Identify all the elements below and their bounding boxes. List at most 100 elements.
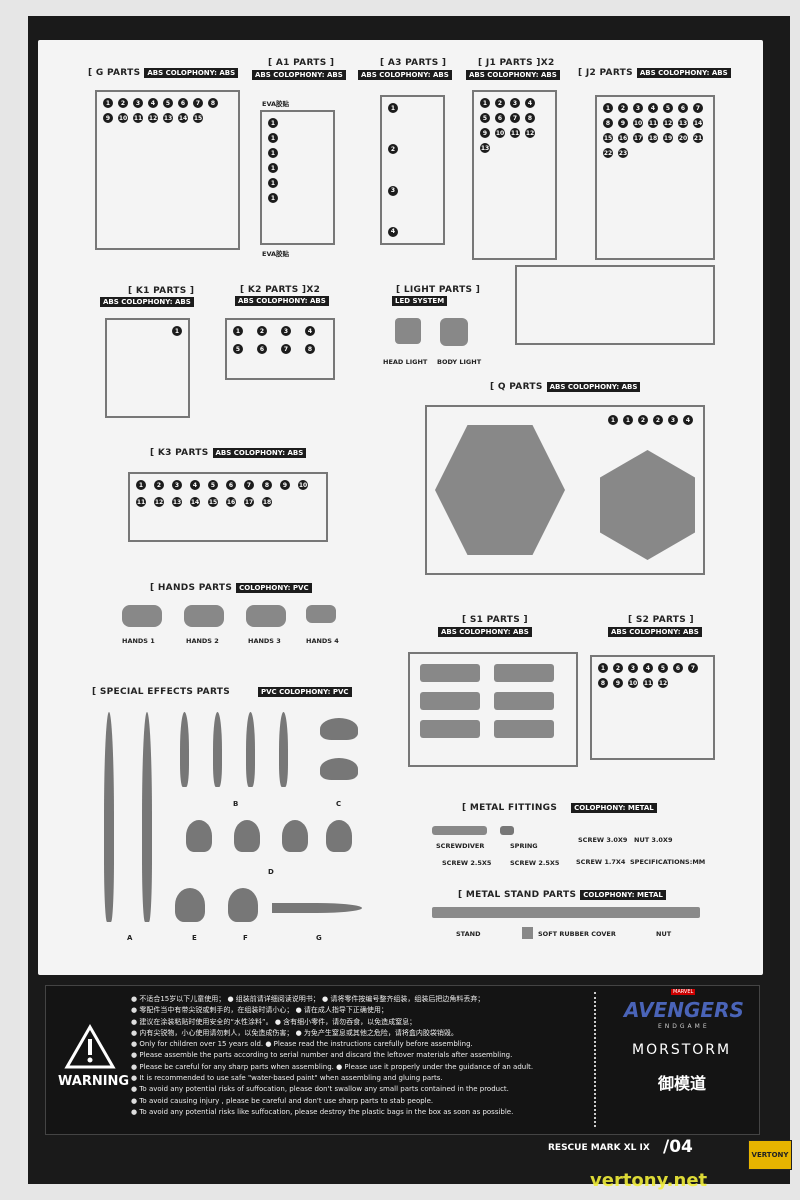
s1-tag-row: ABS COLOPHONY: ABS bbox=[438, 627, 532, 637]
part-number-marker: 3 bbox=[172, 480, 182, 490]
part-number-marker: 7 bbox=[688, 663, 698, 673]
material-tag: ABS COLOPHONY: ABS bbox=[546, 382, 641, 392]
part bbox=[494, 664, 554, 682]
head-light-label: HEAD LIGHT bbox=[383, 358, 428, 366]
warning-line: It is recommended to use safe "water-bas… bbox=[131, 1073, 533, 1084]
effect-part-b bbox=[246, 712, 255, 787]
specifications-label: SPECIFICATIONS:MM bbox=[630, 858, 706, 866]
hands-3-image bbox=[246, 605, 286, 627]
warning-line: 不适合15岁以下儿童使用； ● 组装前请详细阅读说明书； ● 请将零件按编号整齐… bbox=[131, 994, 533, 1005]
a3-tag-row: ABS COLOPHONY: ABS bbox=[358, 70, 452, 80]
avengers-logo: AVENGERS bbox=[624, 998, 744, 1022]
title: [ G PARTS bbox=[88, 68, 141, 78]
part-number-marker: 15 bbox=[603, 133, 613, 143]
title: [ J1 PARTS ]X2 bbox=[478, 58, 555, 68]
rubber-cover-label: SOFT RUBBER COVER bbox=[538, 930, 616, 938]
part-number-marker: 2 bbox=[154, 480, 164, 490]
part-number-marker: 1 bbox=[603, 103, 613, 113]
part-number-marker: 2 bbox=[388, 144, 398, 155]
effect-part-d bbox=[186, 820, 212, 852]
part-number-marker: 12 bbox=[148, 113, 158, 123]
k1-sprue: 1 bbox=[105, 318, 190, 418]
material-tag: ABS COLOPHONY: ABS bbox=[466, 70, 560, 80]
part-number-marker: 10 bbox=[628, 678, 638, 688]
page-number: /04 bbox=[663, 1137, 693, 1157]
screw-3x9-label: SCREW 3.0X9 bbox=[578, 836, 628, 844]
part-number-marker: 4 bbox=[305, 326, 315, 336]
part-number-marker: 11 bbox=[510, 128, 520, 138]
part-number-marker: 12 bbox=[154, 497, 164, 507]
part bbox=[420, 664, 480, 682]
body-light-label: BODY LIGHT bbox=[437, 358, 482, 366]
part-number-marker: 11 bbox=[133, 113, 143, 123]
part-number-marker: 12 bbox=[663, 118, 673, 128]
part-number-marker: 3 bbox=[133, 98, 143, 108]
hands-1-label: HANDS 1 bbox=[122, 637, 155, 645]
group-label-f: F bbox=[243, 934, 248, 942]
part-number-marker: 10 bbox=[298, 480, 308, 490]
material-tag: ABS COLOPHONY: ABS bbox=[252, 70, 346, 80]
screw-2-5x5-label: SCREW 2.5X5 bbox=[442, 859, 492, 867]
rubber-cover-image bbox=[522, 927, 533, 939]
group-label-g: G bbox=[316, 934, 322, 942]
stand-label: STAND bbox=[456, 930, 481, 938]
title: [ S1 PARTS ] bbox=[462, 615, 528, 625]
material-tag: COLOPHONY: PVC bbox=[236, 583, 312, 593]
title: [ LIGHT PARTS ] bbox=[396, 285, 481, 295]
eva-label: EVA胶贴 bbox=[262, 100, 290, 108]
effect-part-a bbox=[104, 712, 114, 922]
hands-3-label: HANDS 3 bbox=[248, 637, 281, 645]
title: [ SPECIAL EFFECTS PARTS bbox=[92, 687, 230, 697]
part bbox=[494, 692, 554, 710]
part-number-marker: 21 bbox=[693, 133, 703, 143]
nut-3x9-label: NUT 3.0X9 bbox=[634, 836, 673, 844]
part-number-marker: 6 bbox=[678, 103, 688, 113]
effect-part-d bbox=[326, 820, 352, 852]
part-number-marker: 1 bbox=[233, 326, 243, 336]
part-number-marker: 3 bbox=[281, 326, 291, 336]
effect-part-f bbox=[228, 888, 258, 922]
part-number-marker: 11 bbox=[643, 678, 653, 688]
title: [ S2 PARTS ] bbox=[628, 615, 694, 625]
part-number-marker: 1 bbox=[268, 148, 278, 158]
part-number-marker: 9 bbox=[280, 480, 290, 490]
part bbox=[494, 720, 554, 738]
spring-label: SPRING bbox=[510, 842, 538, 850]
eva-label: EVA胶贴 bbox=[262, 250, 290, 258]
s2-tag-row: ABS COLOPHONY: ABS bbox=[608, 627, 702, 637]
part-number-marker: 4 bbox=[648, 103, 658, 113]
endgame-logo: ENDGAME bbox=[658, 1023, 710, 1030]
s2-parts-header: [ S2 PARTS ] bbox=[628, 615, 694, 625]
group-label-a: A bbox=[127, 934, 133, 942]
part-number-marker: 1 bbox=[480, 98, 490, 108]
group-label-e: E bbox=[192, 934, 197, 942]
marvel-logo: MARVEL bbox=[671, 989, 696, 995]
effect-part-c bbox=[320, 718, 358, 740]
part-number-marker: 3 bbox=[668, 415, 678, 425]
part-number-marker: 15 bbox=[208, 497, 218, 507]
j2-sprue-lower bbox=[515, 265, 715, 345]
part-number-marker: 3 bbox=[388, 185, 398, 196]
part-number-marker: 23 bbox=[618, 148, 628, 158]
part-number-marker: 1 bbox=[268, 178, 278, 188]
k2-parts-header: [ K2 PARTS ]X2 bbox=[240, 285, 320, 295]
material-tag: ABS COLOPHONY: ABS bbox=[438, 627, 532, 637]
title: [ METAL STAND PARTS bbox=[458, 890, 577, 900]
part-number-marker: 1 bbox=[268, 118, 278, 128]
hands-2-label: HANDS 2 bbox=[186, 637, 219, 645]
material-tag: ABS COLOPHONY: ABS bbox=[144, 68, 239, 78]
part-number-marker: 11 bbox=[648, 118, 658, 128]
warning-line: Please be careful for any sharp parts wh… bbox=[131, 1062, 533, 1073]
part-number-marker: 7 bbox=[693, 103, 703, 113]
vertony-badge: VERTONY bbox=[748, 1140, 792, 1170]
